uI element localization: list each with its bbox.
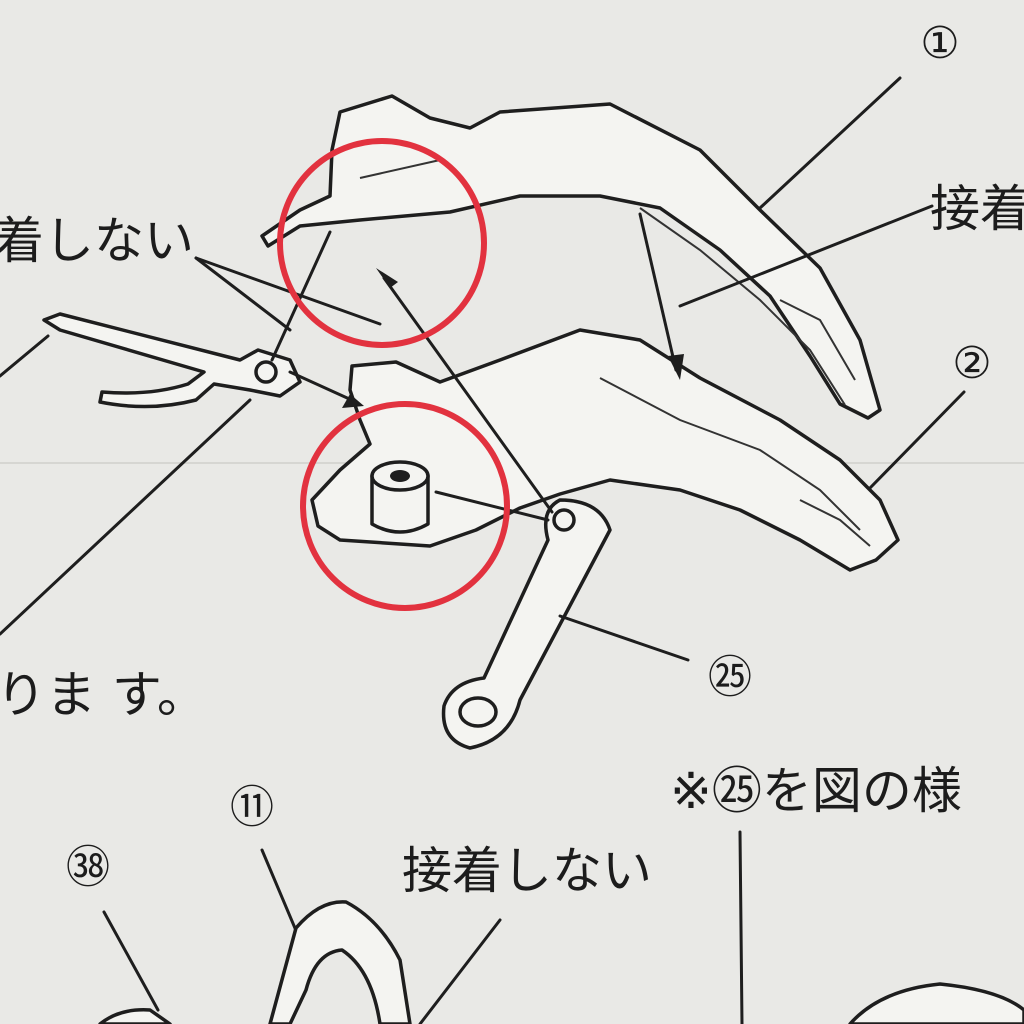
- part-label-11: ⑪: [230, 782, 274, 833]
- bottom-parts: [98, 900, 1024, 1024]
- highlight-circle-bottom: [300, 401, 510, 611]
- highlight-circle-top: [277, 138, 487, 348]
- part-label-25: ㉕: [708, 652, 752, 703]
- note-instruction: ※㉕を図の様: [670, 762, 962, 820]
- peg-boss: [370, 460, 430, 534]
- part-label-38: ㊳: [66, 842, 110, 893]
- part-label-2: ②: [952, 338, 991, 389]
- part-1-fender: [260, 94, 882, 420]
- leader-lines: [0, 76, 966, 1024]
- note-no-glue-top: 着しない: [0, 212, 194, 270]
- part-25-rod: [441, 498, 612, 750]
- part-label-1: ①: [920, 18, 959, 69]
- part-2-fender: [310, 328, 900, 572]
- note-turns: りま す。: [0, 666, 207, 724]
- note-glue: 接着: [930, 180, 1024, 238]
- note-no-glue-bottom: 接着しない: [402, 842, 652, 900]
- left-bracket: [42, 312, 302, 409]
